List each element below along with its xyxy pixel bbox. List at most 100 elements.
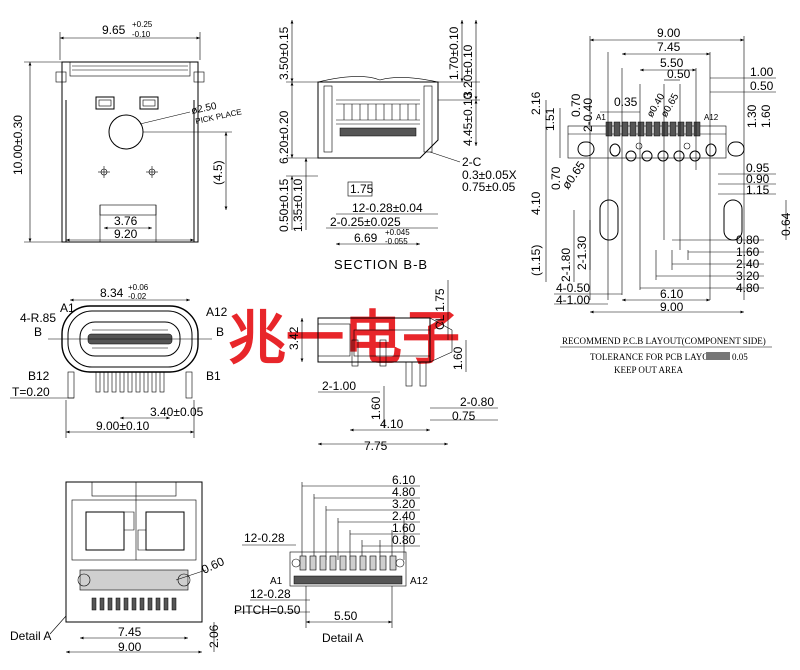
bottom-d4-label: 2.06 [207, 624, 221, 648]
front-bottom-label: 9.00±0.10 [96, 419, 150, 433]
top-bottom-label: 9.20 [114, 227, 138, 241]
side-view: 3.42 CL 1.75 1.60 2-1.00 1.60 2-0.80 4.1… [287, 280, 498, 453]
pcb-b4100: 4-1.00 [556, 293, 590, 307]
section-width-label: 6.69 [354, 231, 378, 245]
bottom-pads [77, 569, 191, 611]
front-b-left: B [34, 325, 42, 339]
detail-240: 2.40 [392, 509, 416, 523]
section-h1-label: 3.50±0.15 [277, 26, 291, 80]
top-width-label: 9.65 [102, 23, 126, 37]
section-chamfer-label: 2-C [462, 155, 482, 169]
brand-text: 兆一电子 [228, 304, 460, 372]
pcb-recommend-note: RECOMMEND P.C.B LAYOUT(COMPONENT SIDE) [562, 336, 766, 346]
front-width-up: +0.06 [128, 283, 149, 292]
front-b12-label: B12 [28, 369, 50, 383]
detail-a1: A1 [270, 576, 283, 587]
section-h3-label: 0.50±0.15 [277, 178, 291, 232]
bottom-view: 0.60 Detail A 7.45 9.00 2.06 [10, 481, 227, 654]
detail-pads-top [299, 555, 397, 571]
pcb-pad-a12: A12 [704, 113, 719, 122]
pcb-v216: 2.16 [529, 91, 543, 115]
front-inner-label: 3.40±0.05 [150, 405, 204, 419]
keepout-swatch [706, 352, 730, 360]
pcb-r064: 0.64 [779, 212, 793, 236]
pcb-notes: RECOMMEND P.C.B LAYOUT(COMPONENT SIDE) T… [560, 336, 772, 375]
pcb-v2180: 2-1.80 [559, 248, 573, 282]
pcb-tolerance-note: TOLERANCE FOR PCB LAYOUT [590, 352, 721, 362]
pcb-top-550: 5.50 [660, 56, 684, 70]
section-title: SECTION B-B [334, 257, 428, 272]
pcb-r095: 0.95 [746, 161, 770, 175]
pcb-r480: 4.80 [736, 281, 760, 295]
pcb-t035: 0.35 [614, 95, 638, 109]
pcb-v2130: 2-1.30 [575, 236, 589, 270]
pcb-r320: 3.20 [736, 269, 760, 283]
pcb-b4050: 4-0.50 [556, 281, 590, 295]
section-boxed-label: 1.75 [350, 182, 374, 196]
pcb-top-100: 1.00 [750, 65, 774, 79]
front-b1-label: B1 [206, 369, 221, 383]
side-d2-label: 1.60 [369, 396, 383, 420]
pcb-top-9: 9.00 [657, 26, 681, 40]
section-pitch12-label: 12-0.28±0.04 [352, 201, 423, 215]
front-b-right: B [216, 325, 224, 339]
detail-080: 0.80 [392, 533, 416, 547]
bottom-detail-label: Detail A [10, 629, 51, 643]
pcb-r240: 2.40 [736, 257, 760, 271]
pcb-through-holes [609, 142, 717, 162]
pcb-pad-a1: A1 [596, 113, 606, 122]
detail-480: 4.80 [392, 485, 416, 499]
top-view: 9.65 +0.25 -0.10 ø2.50 PICK PLACE [11, 20, 243, 243]
detail-pins12: 12-0.28 [244, 531, 285, 545]
side-pins [351, 339, 427, 387]
brand-watermark: 兆一电子 [228, 304, 460, 372]
detail-610: 6.10 [392, 473, 416, 487]
detail-160: 1.60 [392, 521, 416, 535]
top-width-tol-dn: -0.10 [132, 30, 151, 39]
pcb-r090: 0.90 [746, 172, 770, 186]
side-d5-label: 0.75 [452, 409, 476, 423]
pcb-b900: 9.00 [660, 300, 684, 314]
front-width-dn: -0.02 [128, 292, 147, 301]
bottom-d3-label: 9.00 [118, 640, 142, 654]
side-cl-label: CL 1.75 [433, 288, 447, 330]
pcb-b610: 6.10 [660, 287, 684, 301]
bottom-d2-label: 7.45 [118, 625, 142, 639]
pcb-top-745: 7.45 [657, 40, 681, 54]
side-d1-label: 2-1.00 [322, 379, 356, 393]
detail-title: Detail A [322, 631, 363, 645]
pcb-r080: 0.80 [736, 233, 760, 247]
pcb-v410: 4.10 [529, 191, 543, 215]
pcb-v240: 2-0.40 [581, 98, 595, 132]
section-h2-label: 6.20±0.20 [277, 110, 291, 164]
pcb-tolerance-value: 0.05 [732, 352, 748, 362]
top-offset-label: (4.5) [211, 160, 225, 185]
detail-view: 6.10 4.80 3.20 2.40 1.60 0.80 12-0.28 [234, 473, 428, 645]
top-height-label: 10.00±0.30 [11, 115, 25, 175]
section-chamfer-a: 0.3±0.05X [462, 168, 517, 182]
front-a1-label: A1 [60, 301, 75, 315]
section-width-up: +0.045 [385, 228, 410, 237]
pcb-v115: (1.15) [529, 245, 543, 276]
pcb-v151: 1.51 [543, 107, 557, 131]
pcb-top-050b: 0.50 [750, 79, 774, 93]
section-chamfer-b: 0.75±0.05 [462, 180, 516, 194]
pcb-keepout-note: KEEP OUT AREA [614, 365, 684, 375]
side-d4-label: 4.10 [380, 417, 404, 431]
side-total-label: 7.75 [364, 439, 388, 453]
section-pitch2-label: 2-0.25±0.025 [330, 215, 401, 229]
detail-pins12b: 12-0.28 [250, 587, 291, 601]
front-view: 8.34 +0.06 -0.02 A1 A12 4-R.85 B B B12 B… [10, 283, 228, 438]
detail-pitch: PITCH=0.50 [234, 603, 301, 617]
section-r3-label: 4.45±0.10 [461, 92, 475, 146]
side-r-label: 1.60 [451, 346, 465, 370]
pcb-top-050: 0.50 [667, 67, 691, 81]
pcb-h065b: ø0.65 [559, 158, 588, 191]
detail-ext-lines [301, 482, 405, 560]
detail-550: 5.50 [334, 609, 358, 623]
front-thickness-label: T=0.20 [12, 385, 50, 399]
front-radius-label: 4-R.85 [20, 311, 56, 325]
pcb-v070: 0.70 [569, 93, 583, 117]
pcb-v160: 1.60 [759, 104, 773, 128]
section-r2-label: 3.20±0.10 [461, 44, 475, 98]
